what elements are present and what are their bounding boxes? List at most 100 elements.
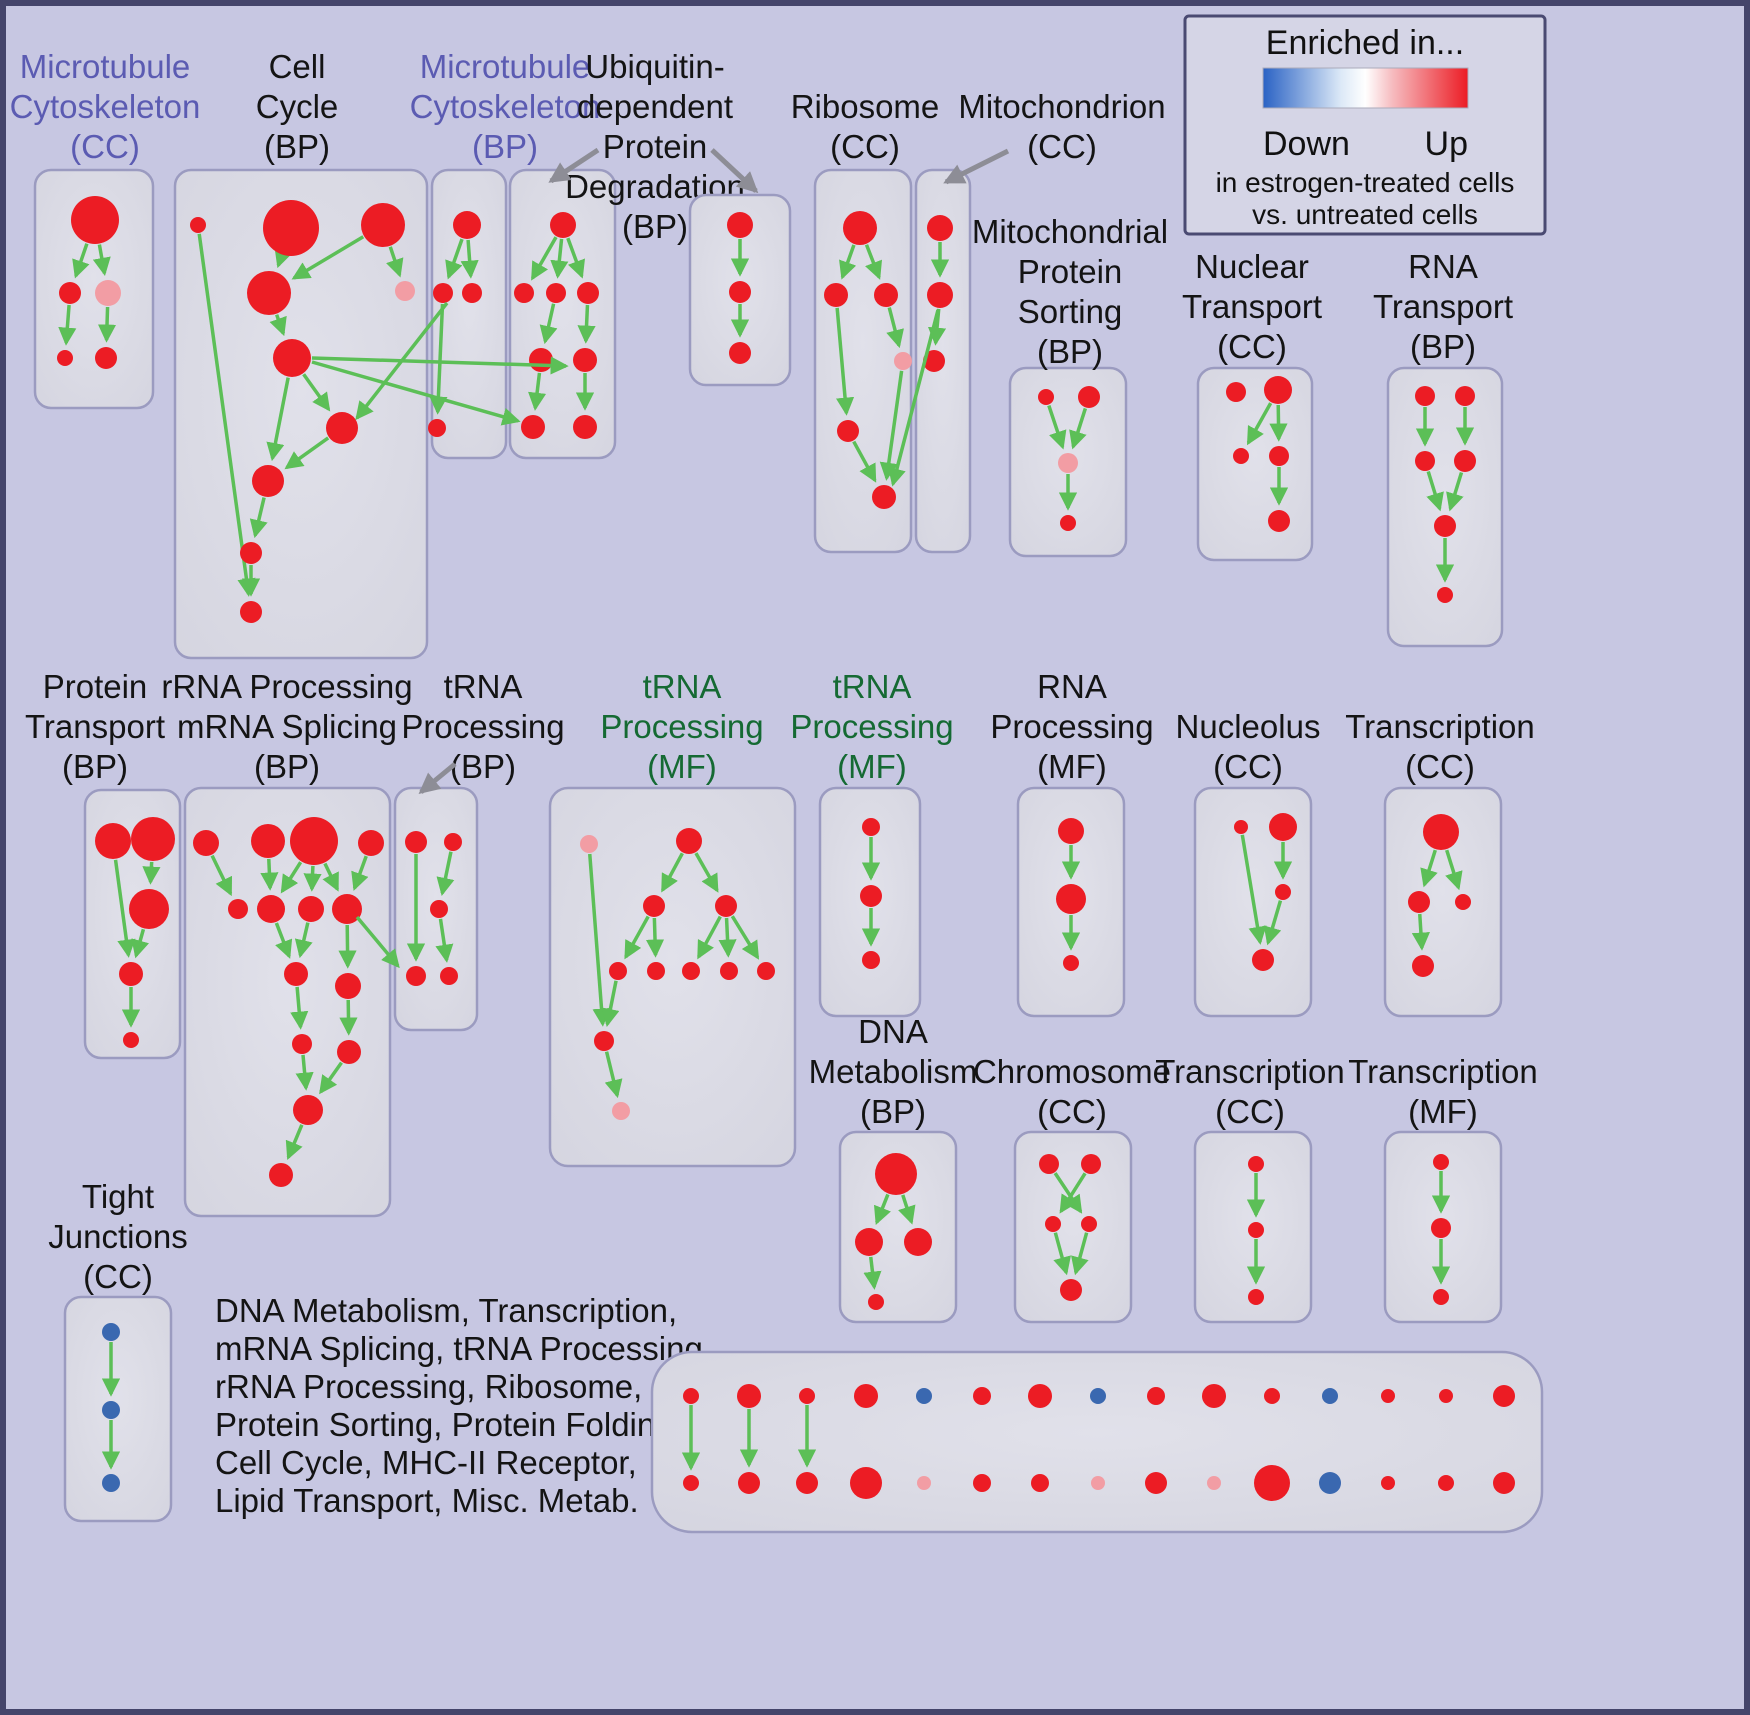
label-pointer-arrow bbox=[548, 147, 600, 184]
go-term-node-red bbox=[860, 885, 882, 907]
go-term-node-red bbox=[1202, 1384, 1226, 1408]
go-term-node-red bbox=[1433, 1154, 1449, 1170]
go-term-node-blue bbox=[916, 1388, 932, 1404]
edge-arrow bbox=[550, 238, 569, 279]
go-term-node-pink bbox=[395, 281, 415, 301]
go-term-node-red bbox=[796, 1472, 818, 1494]
go-term-node-red bbox=[131, 817, 175, 861]
go-term-node-red bbox=[1147, 1387, 1165, 1405]
edge-arrow bbox=[864, 244, 883, 280]
go-term-node-red bbox=[550, 212, 576, 238]
edge-arrow bbox=[624, 915, 650, 960]
go-term-node-red bbox=[298, 896, 324, 922]
go-term-node-red bbox=[1438, 1475, 1454, 1491]
go-term-node-red bbox=[923, 350, 945, 372]
go-term-node-red bbox=[1412, 955, 1434, 977]
go-term-node-red bbox=[95, 823, 131, 859]
edge-arrow bbox=[1426, 470, 1444, 512]
go-term-node-red bbox=[927, 215, 953, 241]
go-term-node-red bbox=[292, 1034, 312, 1054]
edge-arrow bbox=[718, 917, 737, 958]
cluster-label-nucleolus-cc: Nucleolus(CC) bbox=[1176, 708, 1321, 785]
edge-arrow bbox=[338, 924, 357, 969]
go-term-node-red bbox=[1493, 1385, 1515, 1407]
go-term-node-red bbox=[293, 1095, 323, 1125]
go-term-node-red bbox=[1248, 1222, 1264, 1238]
cluster-box bbox=[1013, 1130, 1133, 1324]
go-term-node-red bbox=[1431, 1218, 1451, 1238]
go-term-node-red bbox=[643, 895, 665, 917]
go-term-node-red bbox=[1039, 1154, 1059, 1174]
cluster-label-mitochondrion-cc: Mitochondrion(CC) bbox=[958, 88, 1165, 165]
edge-arrow bbox=[249, 497, 268, 539]
edge-arrow bbox=[210, 854, 233, 897]
go-term-node-pink bbox=[95, 280, 121, 306]
go-term-node-red bbox=[252, 465, 284, 497]
go-term-node-blue bbox=[102, 1401, 120, 1419]
edge-arrow bbox=[577, 304, 596, 344]
go-term-node-red bbox=[247, 271, 291, 315]
edge-arrow bbox=[386, 246, 404, 278]
go-term-node-red bbox=[1248, 1156, 1264, 1172]
edge-arrow bbox=[291, 235, 365, 280]
go-term-node-red bbox=[430, 900, 448, 918]
edge-arrow bbox=[539, 303, 558, 345]
cluster-label-transcription-cc-a: Transcription(CC) bbox=[1345, 708, 1535, 785]
go-term-node-red bbox=[358, 830, 384, 856]
edge-arrow bbox=[274, 922, 293, 959]
edge-arrow bbox=[303, 865, 322, 892]
go-term-node-pink bbox=[1091, 1476, 1105, 1490]
cluster-label-transcription-mf: Transcription(MF) bbox=[1348, 1053, 1538, 1130]
edge-arrow bbox=[97, 306, 117, 343]
go-term-node-red bbox=[1226, 382, 1246, 402]
edge-arrow bbox=[1047, 404, 1067, 450]
go-term-node-red bbox=[1145, 1472, 1167, 1494]
legend-subtitle-2: vs. untreated cells bbox=[1252, 199, 1478, 230]
edge-arrow bbox=[1071, 1232, 1089, 1276]
go-term-node-red bbox=[1031, 1474, 1049, 1492]
go-term-node-red bbox=[715, 895, 737, 917]
go-term-node-red bbox=[1434, 515, 1456, 537]
legend-down-label: Down bbox=[1263, 125, 1350, 163]
cluster-transcription-mf: Transcription(MF) bbox=[1348, 1053, 1538, 1324]
edge-arrow bbox=[351, 855, 369, 891]
go-term-node-red bbox=[1415, 386, 1435, 406]
go-term-node-red bbox=[837, 420, 859, 442]
go-term-node-red bbox=[514, 283, 534, 303]
edge-arrow bbox=[697, 915, 722, 960]
go-term-node-red bbox=[240, 542, 262, 564]
go-term-node-red bbox=[1254, 1465, 1290, 1501]
go-term-node-red bbox=[874, 283, 898, 307]
go-term-node-red bbox=[757, 962, 775, 980]
edge-arrow bbox=[269, 314, 287, 337]
edge-arrow bbox=[588, 853, 611, 1027]
go-term-node-red bbox=[406, 966, 426, 986]
go-term-node-red bbox=[193, 830, 219, 856]
edge-arrow bbox=[898, 1194, 916, 1225]
edge-arrow bbox=[92, 244, 111, 276]
go-term-node-red bbox=[904, 1228, 932, 1256]
edge-arrow bbox=[266, 377, 290, 462]
go-term-node-red bbox=[1493, 1472, 1515, 1494]
go-term-node-pink bbox=[612, 1102, 630, 1120]
cluster-label-mixed-functions-note: DNA Metabolism, Transcription,mRNA Splic… bbox=[215, 1292, 712, 1519]
go-term-node-blue bbox=[1322, 1388, 1338, 1404]
go-term-node-pink bbox=[1058, 453, 1078, 473]
go-term-node-red bbox=[1063, 955, 1079, 971]
go-term-node-red bbox=[1275, 884, 1291, 900]
go-term-node-red bbox=[683, 1475, 699, 1491]
go-term-node-red bbox=[1454, 450, 1476, 472]
cluster-box bbox=[33, 168, 155, 410]
